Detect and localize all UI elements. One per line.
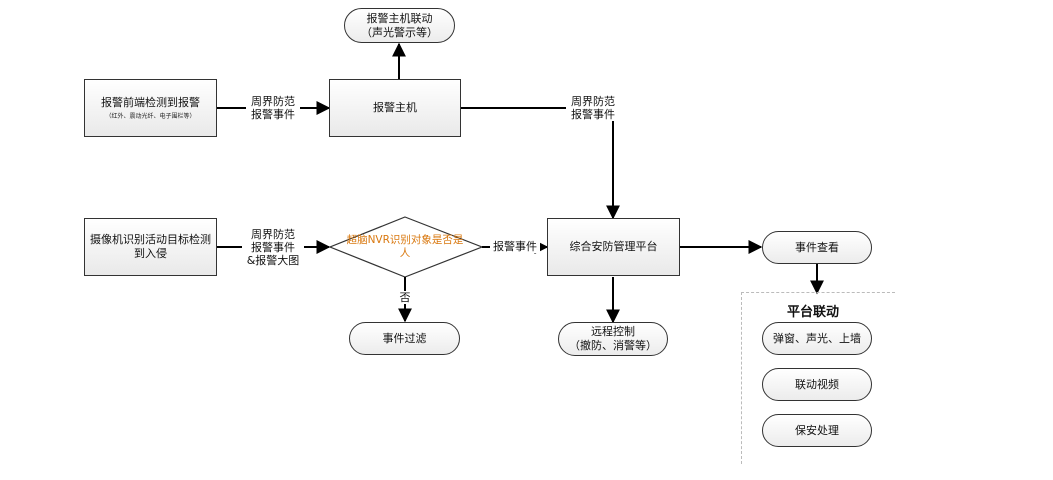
node-nvr-decision-text: 超脑NVR识别对象是否是人 <box>346 234 464 259</box>
edge-label-host-to-platform-line1: 周界防范 <box>571 95 615 108</box>
node-host-linkage: 报警主机联动 （声光警示等） <box>344 8 455 43</box>
edge-label-host-to-platform-line2: 报警事件 <box>571 108 615 122</box>
node-platform-title: 综合安防管理平台 <box>569 240 658 254</box>
node-alarm-host: 报警主机 <box>329 79 461 137</box>
node-alarm-host-title: 报警主机 <box>373 101 417 115</box>
edge-label-front-to-host: 周界防范 报警事件 <box>246 95 300 122</box>
linkage-item-video-label: 联动视频 <box>795 377 839 391</box>
node-event-view: 事件查看 <box>762 231 872 264</box>
edge-label-nvr-to-filter: 否 <box>397 291 413 305</box>
linkage-item-popup: 弹窗、声光、上墙 <box>762 322 872 355</box>
edge-label-host-to-platform: 周界防范 报警事件 <box>566 95 620 122</box>
node-event-filter-title: 事件过滤 <box>382 331 427 345</box>
arrow-host-to-platform <box>461 107 620 220</box>
node-host-linkage-line2: （声光警示等） <box>361 25 438 39</box>
node-remote-control-line1: 远程控制 <box>591 325 635 339</box>
edge-label-nvr-to-platform: 报警事件 <box>490 240 540 254</box>
node-alarm-frontend: 报警前端检测到报警 （红外、震动光纤、电子围栏等） <box>84 79 217 137</box>
edge-label-camera-to-nvr-line3: &报警大图 <box>246 254 300 268</box>
node-alarm-frontend-subtitle: （红外、震动光纤、电子围栏等） <box>105 112 196 120</box>
node-camera-detect-title: 摄像机识别活动目标检测到入侵 <box>90 233 211 260</box>
linkage-panel <box>741 292 895 464</box>
node-platform: 综合安防管理平台 <box>547 218 680 276</box>
linkage-item-security-label: 保安处理 <box>795 423 839 437</box>
linkage-item-popup-label: 弹窗、声光、上墙 <box>773 331 861 345</box>
linkage-panel-title: 平台联动 <box>787 305 840 320</box>
node-event-view-title: 事件查看 <box>795 240 839 254</box>
node-host-linkage-line1: 报警主机联动 <box>366 11 433 25</box>
edge-label-front-to-host-line2: 报警事件 <box>251 108 295 122</box>
node-remote-control-line2: （撤防、消警等） <box>569 339 657 352</box>
linkage-item-video: 联动视频 <box>762 368 872 401</box>
node-remote-control: 远程控制 （撤防、消警等） <box>558 322 668 356</box>
node-alarm-frontend-title: 报警前端检测到报警 <box>101 95 200 109</box>
edge-label-camera-to-nvr-line2: 报警事件 <box>251 241 295 255</box>
edge-label-camera-to-nvr: 周界防范 报警事件 &报警大图 <box>242 228 304 268</box>
linkage-item-security: 保安处理 <box>762 414 872 447</box>
edge-label-front-to-host-line1: 周界防范 <box>251 95 295 108</box>
node-camera-detect: 摄像机识别活动目标检测到入侵 <box>84 218 217 276</box>
edge-label-camera-to-nvr-line1: 周界防范 <box>251 228 295 241</box>
node-event-filter: 事件过滤 <box>349 322 460 355</box>
